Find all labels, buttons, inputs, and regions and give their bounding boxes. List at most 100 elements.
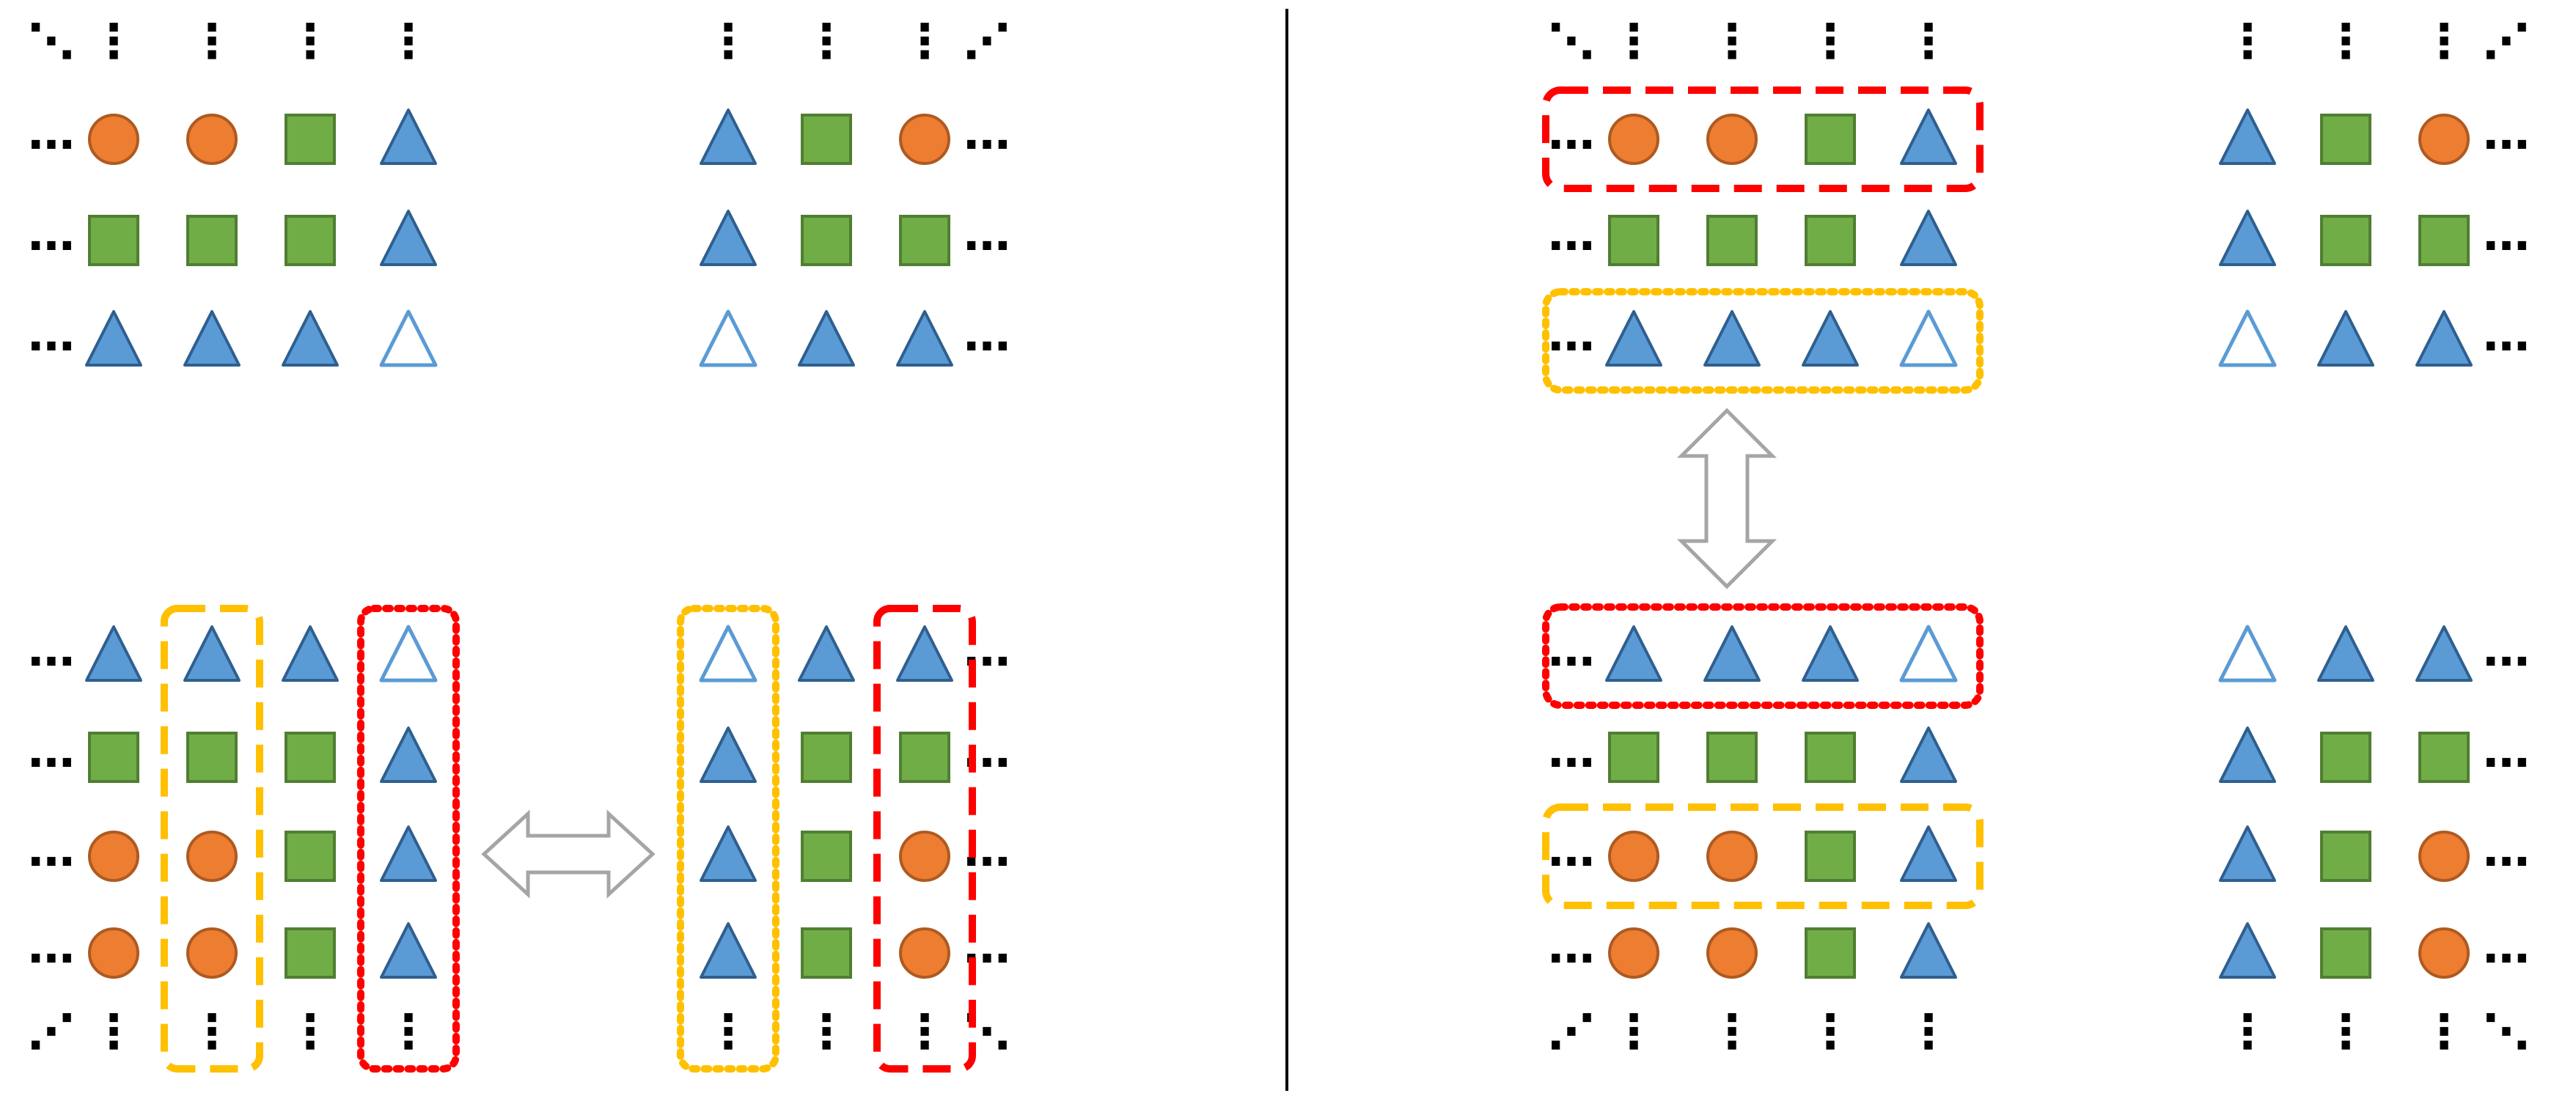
circle-shape [88,831,139,882]
square-shape [1805,732,1856,783]
triangle-shape [1900,109,1957,165]
ellipsis-left: … [28,724,75,779]
square-shape [801,732,852,783]
ellipsis-vertical: ⋮ [188,1005,235,1059]
triangle-shape [2317,625,2374,682]
hollow-triangle-shape [1899,625,1958,683]
triangle-shape [2219,922,2276,979]
square-shape [1805,215,1856,266]
triangle-shape [896,310,953,367]
yellow-dotted-column-highlight [677,605,779,1073]
triangle-shape [2219,109,2276,165]
square-shape [285,927,336,979]
circle-shape [899,114,950,165]
square-shape [1805,114,1856,165]
double-headed-arrow-horizontal [481,809,656,899]
ellipsis-vertical: ⋮ [2322,15,2369,69]
square-shape [88,732,139,783]
ellipsis-vertical: ⋮ [2421,15,2467,69]
square-shape [1608,215,1659,266]
grid-top-left: ………⋮⋮⋮⋮⋱ [28,15,438,367]
square-shape [2320,114,2371,165]
square-shape [1805,927,1856,979]
ellipsis-vertical: ⋮ [2322,1005,2369,1059]
circle-shape [186,114,238,165]
ellipsis-right: … [2483,823,2530,878]
triangle-shape [1900,727,1957,783]
triangle-shape [2317,310,2374,367]
triangle-shape [1802,310,1859,367]
hollow-triangle-shape [699,309,757,367]
ellipsis-vertical: ⋮ [90,1005,137,1059]
ellipsis-vertical: ⋮ [1709,15,1755,69]
triangle-shape [1605,625,1662,682]
square-shape [1706,732,1758,783]
ellipsis-vertical: ⋮ [287,1005,334,1059]
triangle-shape [2219,825,2276,882]
circle-shape [2418,114,2470,165]
square-shape [899,215,950,266]
square-shape [1706,215,1758,266]
ellipsis-right: … [2483,106,2530,161]
hollow-triangle-shape [2218,625,2277,683]
ellipsis-vertical: ⋮ [1905,15,1952,69]
ellipsis-vertical: ⋮ [385,1005,432,1059]
hollow-triangle-shape [1899,309,1958,367]
triangle-shape [1802,625,1859,682]
circle-shape [88,114,139,165]
triangle-shape [896,625,953,682]
ellipsis-left: … [1548,920,1595,974]
ellipsis-vertical: ⋮ [803,15,850,69]
ellipsis-vertical: ⋮ [803,1005,850,1059]
ellipsis-vertical: ⋮ [2421,1005,2467,1059]
square-shape [1805,831,1856,882]
ellipsis-vertical: ⋮ [188,15,235,69]
triangle-shape [380,210,437,266]
red-dotted-column-highlight [357,605,460,1073]
ellipsis-right: … [2483,623,2530,677]
square-shape [801,927,852,979]
ellipsis-vertical: ⋮ [385,15,432,69]
ellipsis-right: … [964,207,1010,262]
hollow-triangle-shape [379,309,438,367]
square-shape [801,215,852,266]
ellipsis-vertical: ⋮ [1610,15,1657,69]
square-shape [2418,732,2470,783]
triangle-shape [700,210,757,266]
ellipsis-right: … [2483,724,2530,779]
triangle-shape [798,625,855,682]
right-panel: ………⋮⋮⋮⋮⋱………⋮⋮⋮⋰…………⋮⋮⋮⋮⋰…………⋮⋮⋮⋱ [1542,15,2530,1059]
yellow-dashed-row-highlight [1542,803,1984,909]
ellipsis-vertical: ⋮ [901,15,948,69]
ellipsis-vertical: ⋮ [287,15,334,69]
ellipsis-vertical: ⋮ [705,1005,752,1059]
square-shape [186,215,238,266]
ellipsis-right: … [2483,920,2530,974]
circle-shape [1608,114,1659,165]
triangle-shape [1605,310,1662,367]
yellow-dashed-column-highlight [161,605,263,1073]
triangle-shape [380,727,437,783]
grid-top-left: ………⋮⋮⋮⋮⋱ [1542,15,1984,394]
square-shape [2418,215,2470,266]
triangle-shape [700,825,757,882]
circle-shape [899,927,950,979]
ellipsis-left: … [28,623,75,677]
ellipsis-vertical: ⋮ [1807,1005,1854,1059]
square-shape [1608,732,1659,783]
ellipsis-left: … [28,823,75,878]
circle-shape [186,831,238,882]
triangle-shape [700,727,757,783]
triangle-shape [282,310,339,367]
ellipsis-right: … [2483,308,2530,362]
grid-bottom-left: …………⋮⋮⋮⋮⋰ [1542,603,1984,1059]
triangle-shape [2415,310,2473,367]
ellipsis-vertical: ⋮ [1709,1005,1755,1059]
grid-bottom-right: …………⋮⋮⋮⋱ [2218,623,2530,1059]
yellow-dotted-row-highlight [1542,288,1984,394]
ellipsis-diagonal: ⋱ [28,15,75,69]
ellipsis-vertical: ⋮ [705,15,752,69]
triangle-shape [798,310,855,367]
circle-shape [186,927,238,979]
